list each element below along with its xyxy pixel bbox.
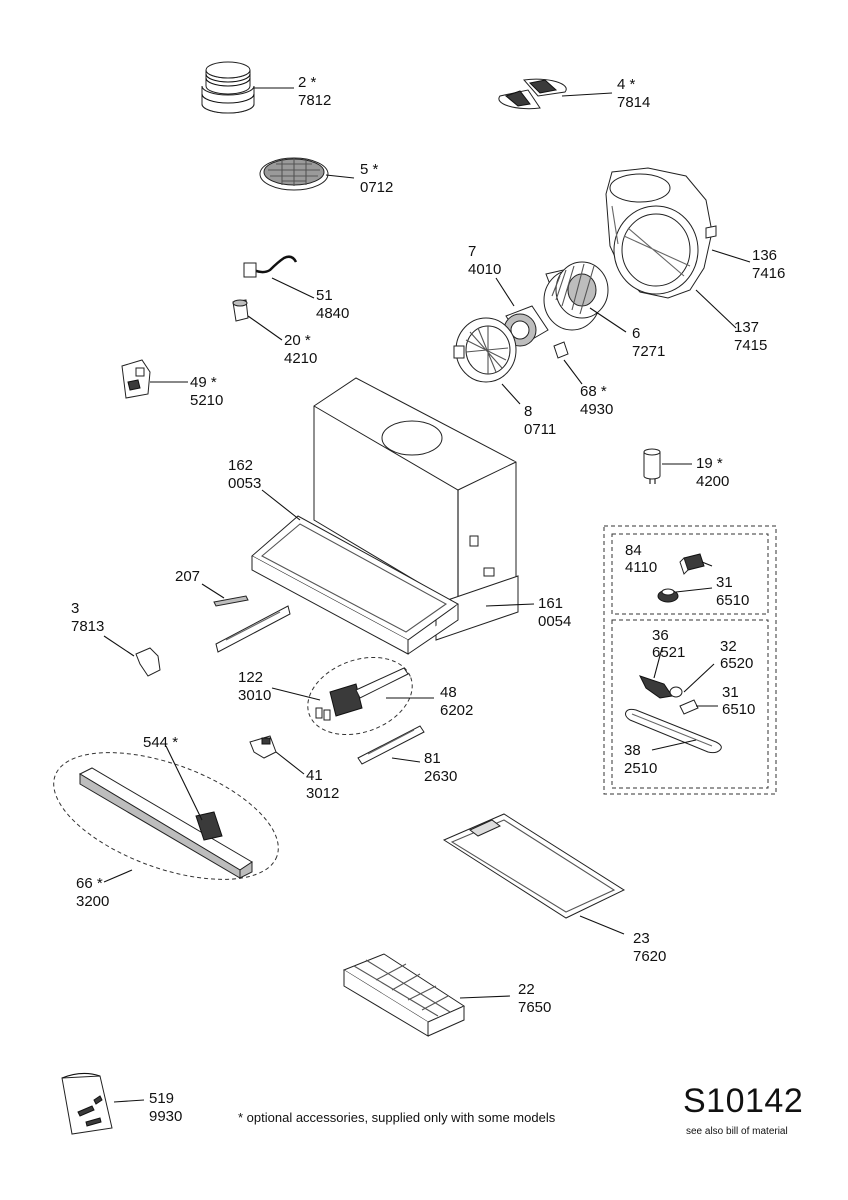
callout-ref: 49 * (190, 374, 217, 391)
callout-code: 4930 (580, 401, 613, 418)
part-bulb-2 (679, 699, 699, 715)
part-filter-box (342, 953, 466, 1037)
callout-code: 7415 (734, 337, 767, 354)
callout-ref: 51 (316, 287, 333, 304)
callout-ref: 207 (175, 568, 200, 585)
callout-code: 7814 (617, 94, 650, 111)
callout-code: 3200 (76, 893, 109, 910)
callout-ref: 31 (716, 574, 733, 591)
callout-code: 6510 (722, 701, 755, 718)
part-hood-body (251, 377, 519, 655)
callout-ref: 136 (752, 247, 777, 264)
callout-ref: 7 (468, 243, 476, 260)
part-knob-bracket (249, 735, 277, 759)
callout-code: 4200 (696, 473, 729, 490)
callout-code: 4210 (284, 350, 317, 367)
part-connector (232, 299, 249, 322)
callout-ref: 19 * (696, 455, 723, 472)
callout-ref: 48 (440, 684, 457, 701)
part-blower-housing (605, 167, 717, 299)
part-flap-set (498, 78, 567, 110)
callout-ref: 137 (734, 319, 759, 336)
callout-code: 7271 (632, 343, 665, 360)
callout-code: 9930 (149, 1108, 182, 1125)
callout-ref: 31 (722, 684, 739, 701)
callout-code: 7416 (752, 265, 785, 282)
part-duct-collar (201, 61, 255, 114)
callout-code: 3012 (306, 785, 339, 802)
callout-code: 0053 (228, 475, 261, 492)
callout-ref: 4 * (617, 76, 636, 93)
callout-code: 6202 (440, 702, 473, 719)
callout-ref: 162 (228, 457, 253, 474)
callout-code: 4010 (468, 261, 501, 278)
callout-ref: 68 * (580, 383, 607, 400)
part-capacitor (643, 448, 661, 484)
callout-ref: 20 * (284, 332, 311, 349)
sheet-note: see also bill of material (686, 1126, 788, 1137)
callout-code: 7650 (518, 999, 551, 1016)
callout-ref: 38 (624, 742, 641, 759)
callout-code: 0711 (524, 421, 556, 438)
callout-ref: 122 (238, 669, 263, 686)
callout-code: 7813 (71, 618, 104, 635)
callout-code: 7620 (633, 948, 666, 965)
part-slide-rail-right (357, 725, 425, 765)
part-fan-wheel (543, 261, 609, 331)
callout-ref: 23 (633, 930, 650, 947)
callout-ref: 41 (306, 767, 323, 784)
optional-accessories-footnote: * optional accessories, supplied only wi… (238, 1110, 556, 1125)
callout-ref: 22 (518, 981, 535, 998)
callout-code: 2510 (624, 760, 657, 777)
sheet-code: S10142 (683, 1082, 804, 1120)
part-flat-filter (442, 813, 626, 919)
part-knob (657, 588, 679, 603)
leader-lines (103, 87, 751, 1103)
callout-ref: 6 (632, 325, 640, 342)
callout-ref: 66 * (76, 875, 103, 892)
callout-code: 0054 (538, 613, 571, 630)
callout-ref: 544 * (143, 734, 178, 751)
part-electronic-board (121, 359, 151, 399)
callout-ref: 84 (625, 542, 642, 559)
part-slide-rail-left (215, 605, 291, 653)
part-lamp-cover (625, 708, 722, 754)
part-round-filter (259, 157, 329, 191)
callout-code: 6520 (720, 655, 753, 672)
part-front-bar (53, 752, 279, 880)
callout-code: 4840 (316, 305, 349, 322)
part-capacitor-clip (553, 341, 569, 359)
callout-code: 4110 (625, 559, 657, 576)
callout-ref: 36 (652, 627, 669, 644)
part-control-unit (307, 656, 413, 736)
callout-code: 7812 (298, 92, 331, 109)
part-motor-plate (453, 317, 517, 383)
callout-code: 5210 (190, 392, 223, 409)
callout-ref: 2 * (298, 74, 317, 91)
callout-code: 0712 (360, 179, 393, 196)
callout-ref: 81 (424, 750, 441, 767)
callout-ref: 8 (524, 403, 532, 420)
part-cable (243, 255, 298, 278)
callout-ref: 3 (71, 600, 79, 617)
callout-code: 2630 (424, 768, 457, 785)
callout-code: 3010 (238, 687, 271, 704)
part-switch (679, 553, 705, 575)
part-bracket (135, 647, 161, 677)
callout-code: 6521 (652, 644, 685, 661)
callout-ref: 161 (538, 595, 563, 612)
callout-ref: 32 (720, 638, 737, 655)
part-screw-bag (61, 1072, 113, 1135)
part-rail-piece (213, 595, 249, 607)
accessory-kit-frame (603, 525, 777, 795)
callout-labels: 2 * 7812 4 * 7814 5 * 0712 136 7416 7 40… (71, 74, 785, 1125)
part-light-holder (639, 675, 673, 699)
callout-code: 6510 (716, 592, 749, 609)
callout-ref: 519 (149, 1090, 174, 1107)
callout-ref: 5 * (360, 161, 379, 178)
part-bulb (669, 686, 683, 698)
